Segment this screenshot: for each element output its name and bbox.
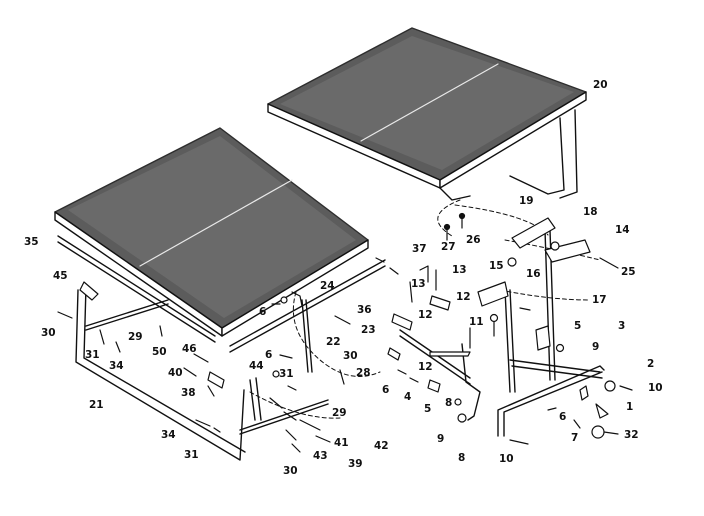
- callout-45: 45: [53, 270, 68, 282]
- callout-25: 25: [621, 266, 636, 278]
- callout-10a: 10: [648, 382, 663, 394]
- callout-8b: 8: [458, 452, 465, 464]
- callout-20: 20: [593, 79, 608, 91]
- callout-5b: 5: [424, 403, 431, 415]
- callout-38: 38: [181, 387, 196, 399]
- callout-12b: 12: [418, 309, 433, 321]
- callout-6d: 6: [559, 411, 566, 423]
- callout-32: 32: [624, 429, 639, 441]
- callout-6b: 6: [265, 349, 272, 361]
- cross-brace-22: [249, 299, 313, 421]
- right-u-frame-2: [399, 229, 605, 437]
- callout-13a: 13: [452, 264, 467, 276]
- callout-31c: 31: [184, 449, 199, 461]
- callout-31a: 31: [85, 349, 100, 361]
- callout-5a: 5: [574, 320, 581, 332]
- callout-15: 15: [489, 260, 504, 272]
- callout-31b: 31: [279, 368, 294, 380]
- callout-2: 2: [647, 358, 654, 370]
- callout-6a: 6: [259, 306, 266, 318]
- callout-39: 39: [348, 458, 363, 470]
- callout-43: 43: [313, 450, 328, 462]
- callout-10b: 10: [499, 453, 514, 465]
- callout-46: 46: [182, 343, 197, 355]
- callout-27: 27: [441, 241, 456, 253]
- callout-22: 22: [326, 336, 341, 348]
- callout-23: 23: [361, 324, 376, 336]
- callout-8a: 8: [445, 397, 452, 409]
- callout-29b: 29: [332, 407, 347, 419]
- callout-12a: 12: [456, 291, 471, 303]
- callout-9a: 9: [592, 341, 599, 353]
- right-table-top: [267, 27, 587, 189]
- left-brace-29: [85, 299, 329, 435]
- left-u-frame-21: [75, 285, 246, 461]
- callout-37: 37: [412, 243, 427, 255]
- callout-30c: 30: [283, 465, 298, 477]
- callout-40: 40: [168, 367, 183, 379]
- callout-1: 1: [626, 401, 633, 413]
- callout-36: 36: [357, 304, 372, 316]
- callout-12c: 12: [418, 361, 433, 373]
- callout-11: 11: [469, 316, 484, 328]
- callout-34a: 34: [109, 360, 124, 372]
- callout-6c: 6: [382, 384, 389, 396]
- rail-36: [229, 259, 386, 353]
- callout-50: 50: [152, 346, 167, 358]
- callout-19: 19: [519, 195, 534, 207]
- callout-30a: 30: [41, 327, 56, 339]
- callout-14: 14: [615, 224, 630, 236]
- callout-3: 3: [618, 320, 625, 332]
- right-table-frame-legs: [439, 109, 578, 201]
- callout-4: 4: [404, 391, 411, 403]
- callout-7: 7: [571, 432, 578, 444]
- callout-21: 21: [89, 399, 104, 411]
- rail-35: [57, 235, 216, 343]
- callout-44: 44: [249, 360, 264, 372]
- callout-41: 41: [334, 437, 349, 449]
- callout-26: 26: [466, 234, 481, 246]
- hardware-parts: [57, 212, 633, 453]
- callout-9b: 9: [437, 433, 444, 445]
- callout-18: 18: [583, 206, 598, 218]
- callout-35: 35: [24, 236, 39, 248]
- callout-13b: 13: [411, 278, 426, 290]
- callout-34b: 34: [161, 429, 176, 441]
- callout-labels: 20 35 19 18 14 25 27 26 37 45 13 13 15 1…: [24, 79, 663, 477]
- callout-16: 16: [526, 268, 541, 280]
- callout-29a: 29: [128, 331, 143, 343]
- callout-24: 24: [320, 280, 335, 292]
- callout-17: 17: [592, 294, 607, 306]
- callout-42: 42: [374, 440, 389, 452]
- callout-30b: 30: [343, 350, 358, 362]
- left-table-top: [54, 127, 369, 337]
- callout-28: 28: [356, 367, 371, 379]
